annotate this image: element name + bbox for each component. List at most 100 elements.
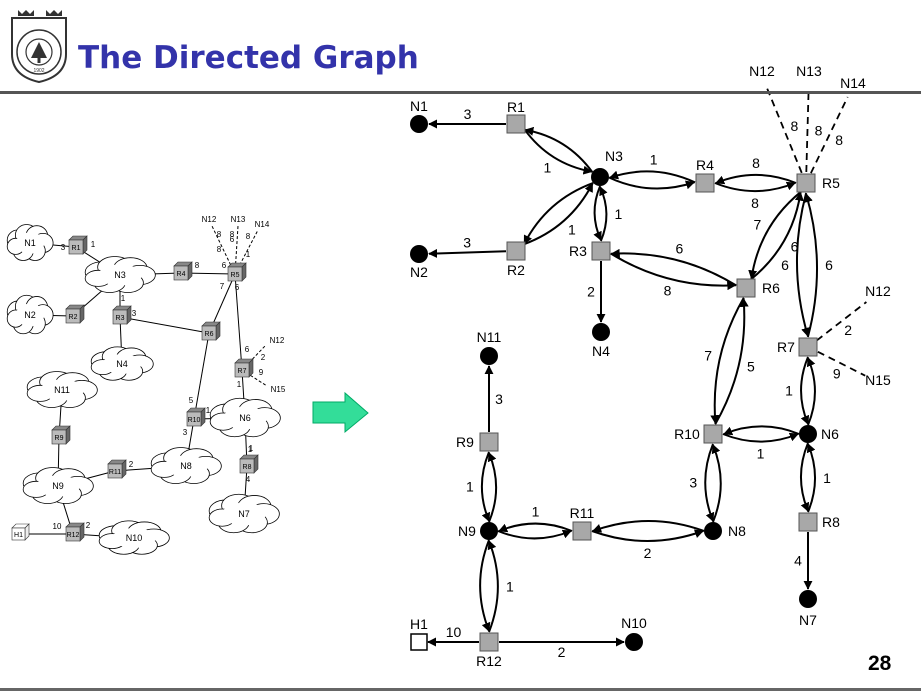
external-node-N13: N13 [796, 63, 822, 79]
router-node-R12 [479, 632, 499, 652]
edge-R6-R3 [610, 248, 737, 287]
external-link-weight: 2 [844, 322, 852, 338]
left-external-label: N12 [270, 336, 285, 345]
external-dashed-link [234, 225, 239, 275]
edge-weight-R8-N6: 1 [823, 470, 831, 486]
external-link-N14 [810, 96, 849, 174]
edge-weight-R12-H1: 10 [446, 624, 462, 640]
router-node-R5 [796, 173, 816, 193]
cloud-label-N11: N11 [54, 385, 70, 395]
external-node-N14: N14 [840, 75, 866, 91]
network-node-N3 [591, 168, 609, 186]
graph-nodes: N1N2N3N4N6N7N8N9N10N11R1R2R3R4R5R6R7R8R9… [410, 98, 840, 669]
edge-R7-R5 [804, 193, 819, 338]
cloud-label-N4: N4 [116, 359, 128, 369]
router-icon-R6: R6 [201, 321, 221, 341]
edge-R9-N9 [480, 451, 491, 522]
router-label-R12: R12 [67, 532, 80, 539]
left-link-weight: 6 [230, 235, 235, 244]
network-node-N6 [799, 425, 817, 443]
edge-R6-R5 [750, 191, 804, 281]
router-node-R6 [736, 278, 756, 298]
external-node-N12: N12 [865, 283, 891, 299]
node-label-R5: R5 [822, 175, 840, 191]
edge-R5-R4 [715, 173, 797, 185]
edge-R11-N8 [591, 529, 704, 542]
host-node-H1 [410, 633, 428, 651]
external-link-weight: 8 [835, 132, 843, 148]
cloud-N3: N3 [84, 256, 156, 293]
left-external-label: N14 [255, 220, 270, 229]
edge-R8-N6 [806, 443, 816, 513]
left-link-weight: 3 [61, 243, 66, 252]
node-label-R6: R6 [762, 280, 780, 296]
left-link-weight: 4 [246, 475, 251, 484]
edge-N6-R10 [723, 425, 800, 436]
edge-N9-R11 [497, 529, 572, 540]
edge-R11-N9 [498, 522, 573, 533]
node-label-N7: N7 [799, 612, 817, 628]
page-number: 28 [868, 652, 892, 675]
left-link-weight: 6 [222, 261, 227, 270]
bottom-divider [0, 688, 921, 691]
cloud-label-N9: N9 [52, 481, 64, 491]
edge-weight-R10-R6: 5 [747, 358, 755, 374]
node-label-N10: N10 [621, 615, 647, 631]
edge-N3-R1 [524, 126, 594, 173]
edge-R5-R7 [795, 192, 810, 337]
right-arrow-icon [312, 391, 369, 434]
left-link-weight: 8 [230, 230, 235, 239]
edge-R3-N3 [599, 186, 608, 242]
logo-year: 1902 [33, 68, 44, 74]
router-label-R11: R11 [109, 469, 121, 476]
router-label-R10: R10 [188, 417, 201, 424]
router-label-R9: R9 [55, 435, 64, 442]
cloud-label-N6: N6 [239, 413, 251, 423]
router-front [239, 458, 255, 474]
cloud-N10: N10 [98, 520, 170, 555]
edge-weight-R1-N1: 3 [464, 106, 472, 122]
slide-title: The Directed Graph [78, 40, 419, 76]
node-label-N9: N9 [458, 523, 476, 539]
cloud-N4: N4 [90, 346, 154, 381]
external-dashed-link [211, 225, 236, 275]
router-icon-R12: R12 [65, 522, 85, 542]
left-link-weight: 1 [91, 240, 96, 249]
cloud-label-N3: N3 [114, 270, 126, 280]
left-link-weight: 1 [237, 380, 242, 389]
external-link-weight: 8 [815, 122, 823, 138]
edge-R7-N6 [800, 356, 810, 425]
left-link-weight: 7 [220, 282, 225, 291]
edge-R3-R6 [610, 252, 737, 291]
edge-R5-R6 [748, 190, 802, 280]
edge-weight-R3-N4: 2 [587, 284, 595, 300]
left-link-weight: 5 [189, 396, 194, 405]
left-link-weight: 1 [248, 445, 253, 454]
router-front [201, 325, 217, 341]
router-icon-R8: R8 [239, 454, 259, 474]
cloud-fill [98, 264, 142, 286]
cloud-label-N8: N8 [180, 461, 192, 471]
cloud-N8: N8 [150, 447, 222, 484]
left-external-label: N13 [231, 215, 246, 224]
link-R6-R10 [193, 332, 210, 420]
router-icon-R1: R1 [68, 235, 88, 255]
external-link-weight: 8 [790, 118, 798, 134]
external-link-N15 [817, 350, 866, 377]
cloud-fill [112, 528, 156, 548]
router-front [234, 362, 250, 378]
edge-R10-N6 [722, 432, 799, 443]
left-external-label: N12 [202, 215, 217, 224]
router-front [107, 463, 123, 479]
node-label-R7: R7 [777, 339, 795, 355]
left-link-weight: 3 [132, 309, 137, 318]
node-label-R8: R8 [822, 514, 840, 530]
edge-weight-R12-N10: 2 [558, 644, 566, 660]
left-link-weight: 8 [246, 232, 251, 241]
edge-R12-N9 [487, 540, 499, 633]
edge-weight-R8-N7: 4 [794, 553, 802, 569]
edge-weight-R11-N8: 2 [644, 545, 652, 561]
cloud-fill [102, 354, 142, 374]
edge-weight-R5-R7: 6 [781, 257, 789, 273]
edge-weight-R2-N2: 3 [463, 235, 471, 251]
